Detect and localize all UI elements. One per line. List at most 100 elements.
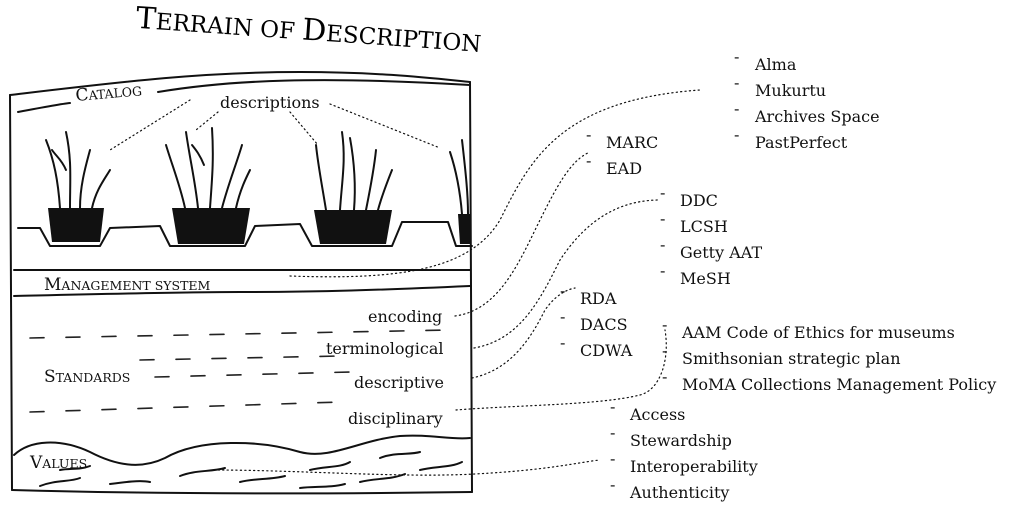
connector-terminological-to-subjects (473, 199, 661, 349)
title-initial-d: D (301, 12, 327, 49)
descriptions-pointer-1 (109, 99, 191, 151)
descriptive-standard-dacs: DACS (580, 315, 628, 334)
management-initial: M (44, 275, 61, 295)
standards-rest: TANDARDS (56, 370, 131, 385)
encoding-standard-ead: EAD (606, 159, 642, 178)
bullet-dash: - (734, 99, 739, 118)
list-item: - DDC (660, 183, 718, 210)
list-item: - Getty AAT (660, 235, 762, 262)
terminological-standard-ddc: DDC (680, 191, 718, 210)
management-label: MANAGEMENT SYSTEM (44, 275, 211, 295)
title-rest-1: ERRAIN OF (155, 9, 303, 45)
terminological-standard-lcsh: LCSH (680, 217, 728, 236)
values-label: VALUES (29, 453, 87, 473)
terrain-block (9, 71, 473, 495)
descriptive-label: descriptive (354, 373, 444, 392)
bullet-dash: - (660, 261, 665, 280)
list-item: - RDA (560, 281, 617, 308)
strata-line-4 (29, 401, 341, 413)
block-top-edge (9, 71, 471, 96)
block-right-edge (469, 81, 473, 493)
catalog-rest: ATALOG (87, 83, 143, 103)
list-item: - CDWA (560, 333, 633, 360)
list-item: - PastPerfect (734, 125, 848, 152)
list-item: - Authenticity (610, 475, 729, 502)
management-system-mukurtu: Mukurtu (755, 81, 826, 100)
bullet-dash: - (610, 449, 615, 468)
list-item: - Interoperability (610, 449, 758, 476)
value-access: Access (629, 405, 685, 424)
management-system-alma: Alma (754, 55, 797, 74)
descriptions-pointer-2 (195, 111, 219, 131)
management-layer: MANAGEMENT SYSTEM (13, 269, 471, 297)
standards-layer: STANDARDS encoding terminological descri… (29, 307, 451, 428)
plant-pot-2 (165, 127, 251, 244)
catalog-label: CATALOG (75, 80, 143, 106)
strata-line-1 (29, 329, 451, 339)
bullet-dash: - (586, 151, 591, 170)
management-bottom-line (13, 285, 471, 297)
values-texture (39, 451, 463, 489)
diagram-title: TERRAIN OF DESCRIPTION (135, 1, 483, 60)
list-item: - EAD (586, 151, 642, 178)
list-item: - MoMA Collections Management Policy (662, 367, 996, 394)
descriptive-standard-rda: RDA (580, 289, 617, 308)
disciplinary-label: disciplinary (348, 409, 443, 428)
values-rest: ALUES (41, 456, 87, 471)
list-item: - MARC (586, 125, 658, 152)
management-system-pastperfect: PastPerfect (755, 133, 848, 152)
connector-lines (213, 89, 701, 476)
descriptive-standards-list: - RDA - DACS - CDWA (560, 281, 633, 360)
bullet-dash: - (560, 281, 565, 300)
plant-pot-4 (449, 139, 470, 244)
connector-values-to-principles (213, 459, 601, 476)
encoding-label: encoding (368, 307, 442, 326)
list-item: - Mukurtu (734, 73, 826, 100)
terminological-standard-getty-aat: Getty AAT (680, 243, 762, 262)
list-item: - DACS (560, 307, 628, 334)
svg-text:TERRAIN OF DESCRIPTION: TERRAIN OF DESCRIPTION (135, 1, 483, 60)
disciplinary-standard-moma: MoMA Collections Management Policy (682, 375, 996, 394)
descriptions-pointer-3 (289, 111, 319, 146)
bullet-dash: - (660, 209, 665, 228)
bullet-dash: - (560, 333, 565, 352)
strata-line-2 (139, 355, 341, 361)
bullet-dash: - (734, 47, 739, 66)
bullet-dash: - (662, 341, 667, 360)
bullet-dash: - (734, 125, 739, 144)
values-initial: V (29, 453, 43, 473)
list-item: - AAM Code of Ethics for museums (662, 315, 955, 342)
values-hill-line (13, 434, 471, 466)
bullet-dash: - (662, 315, 667, 334)
bullet-dash: - (662, 367, 667, 386)
terminological-standards-list: - DDC - LCSH - Getty AAT - MeSH (660, 183, 762, 288)
list-item: - LCSH (660, 209, 728, 236)
value-interoperability: Interoperability (630, 457, 758, 476)
strata-line-3 (154, 371, 351, 378)
connector-disciplinary-to-policies (455, 329, 667, 411)
encoding-standards-list: - MARC - EAD (586, 125, 658, 178)
terminological-standard-mesh: MeSH (680, 269, 731, 288)
descriptive-standard-cdwa: CDWA (580, 341, 633, 360)
list-item: - Archives Space (734, 99, 880, 126)
bullet-dash: - (610, 475, 615, 494)
descriptions-label: descriptions (220, 93, 320, 112)
bullet-dash: - (660, 235, 665, 254)
value-authenticity: Authenticity (629, 483, 729, 502)
standards-initial: S (44, 367, 56, 387)
catalog-surface-line (17, 79, 471, 113)
management-rest: ANAGEMENT SYSTEM (60, 278, 210, 293)
bullet-dash: - (660, 183, 665, 202)
plant-pot-1 (45, 131, 111, 242)
list-item: - Smithsonian strategic plan (662, 341, 901, 368)
bullet-dash: - (560, 307, 565, 326)
values-list: - Access - Stewardship - Interoperabilit… (610, 397, 758, 502)
terminological-label: terminological (326, 339, 444, 358)
connector-encoding-to-marc-ead (454, 151, 591, 317)
bullet-dash: - (734, 73, 739, 92)
block-bottom-edge (11, 489, 473, 495)
title-rest-2: ESCRIPTION (325, 21, 482, 58)
title-initial-t: T (135, 1, 157, 37)
values-layer: VALUES (13, 434, 471, 489)
